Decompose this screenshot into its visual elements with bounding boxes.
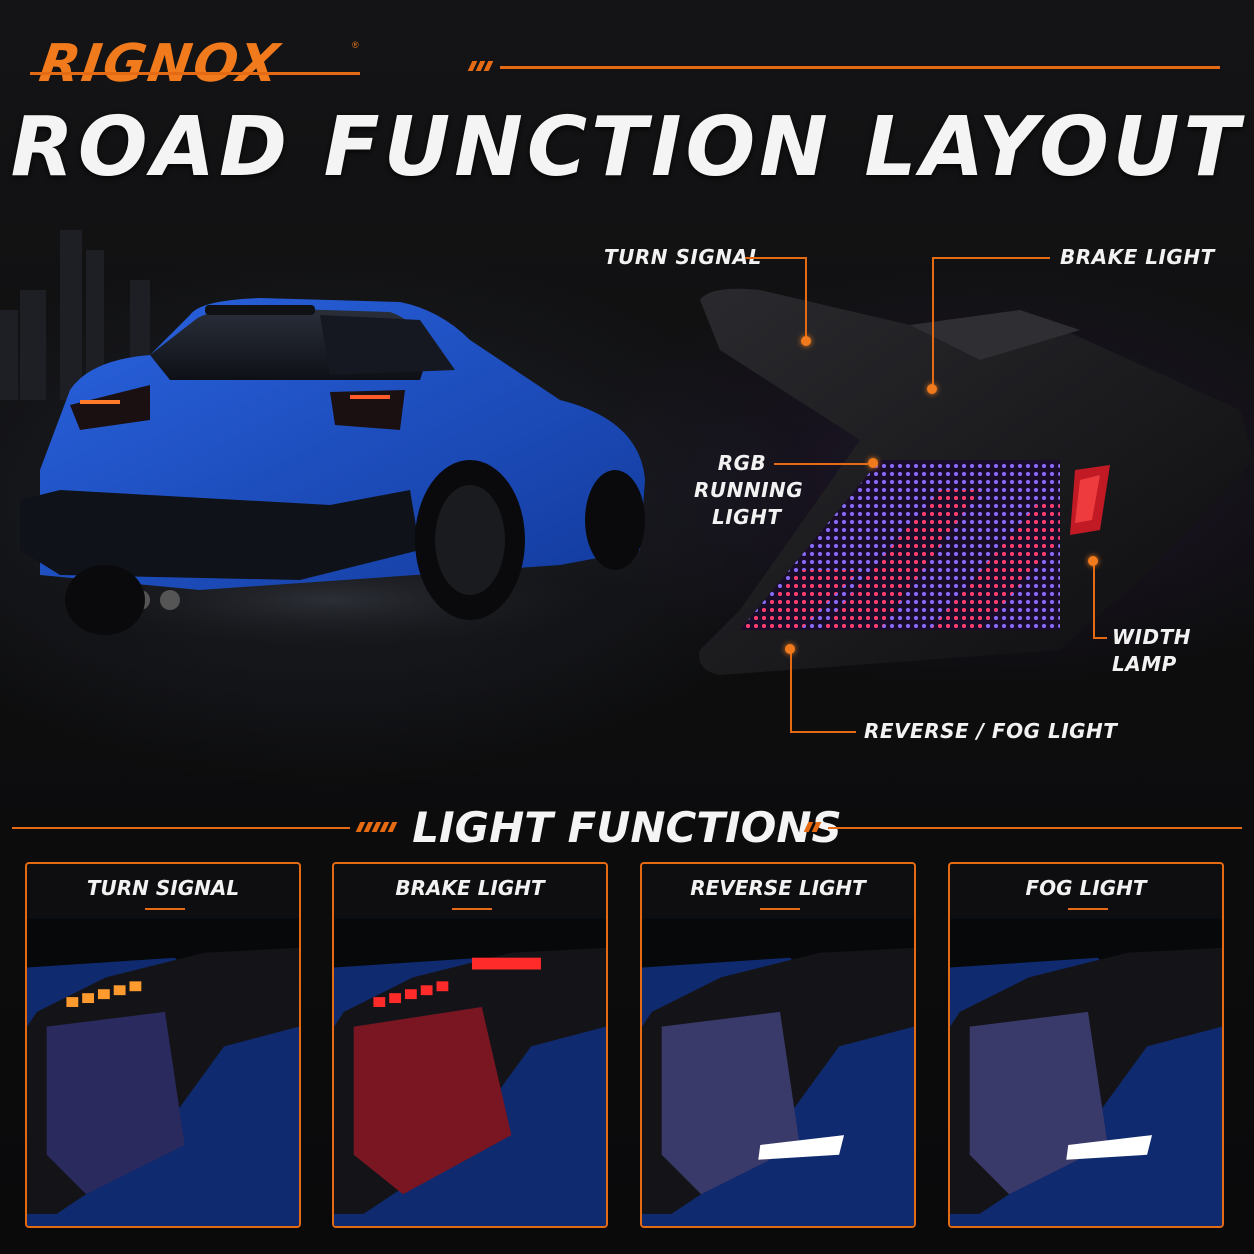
dot-width-lamp [1088, 556, 1098, 566]
callout-reverse-fog: REVERSE / FOG LIGHT [864, 719, 1118, 743]
callout-rgb-line3: LIGHT [712, 505, 782, 529]
leader-rgb [774, 463, 868, 465]
callout-rgb-line1: RGB [717, 451, 767, 475]
section-title: LIGHT FUNCTIONS [412, 803, 842, 852]
leader-reverse-h [790, 731, 856, 733]
leader-brake-v [932, 257, 934, 387]
leader-reverse-v [790, 652, 792, 732]
callout-rgb-3: LIGHT [712, 504, 782, 531]
card-underline [145, 908, 185, 910]
card-underline [760, 908, 800, 910]
section-rule-right [828, 827, 1242, 829]
registered-mark: ® [352, 40, 359, 50]
leader-turn-v [805, 257, 807, 341]
card-photo-fog-light [950, 916, 1222, 1226]
dot-reverse-fog [785, 644, 795, 654]
section-rule-left [12, 827, 350, 829]
leader-width-h [1093, 637, 1107, 639]
leader-width-v [1093, 564, 1095, 638]
callout-turn-signal: TURN SIGNAL [604, 245, 762, 269]
callout-rgb: RGB [712, 450, 772, 477]
header-rule-left [30, 72, 360, 75]
callout-brake-light: BRAKE LIGHT [1060, 245, 1215, 269]
card-header: BRAKE LIGHT [334, 864, 606, 916]
taillight-diagram [680, 270, 1254, 690]
leader-brake-h [932, 257, 1050, 259]
leader-turn-h [745, 257, 807, 259]
card-underline [452, 908, 492, 910]
header-rule-right [500, 66, 1220, 69]
card-title: REVERSE LIGHT [690, 876, 866, 900]
header-stripes [467, 61, 494, 71]
card-header: REVERSE LIGHT [642, 864, 914, 916]
page-title: ROAD FUNCTION LAYOUT [10, 100, 1244, 195]
card-title: FOG LIGHT [1025, 876, 1147, 900]
card-title: TURN SIGNAL [86, 876, 240, 900]
card-photo-turn-signal [27, 916, 299, 1226]
dot-brake-light [927, 384, 937, 394]
function-card-fog-light: FOG LIGHT [948, 862, 1224, 1228]
callout-rgb-2: RUNNING [694, 477, 804, 504]
card-header: FOG LIGHT [950, 864, 1222, 916]
car-illustration [0, 220, 670, 660]
function-card-brake-light: BRAKE LIGHT [332, 862, 608, 1228]
card-header: TURN SIGNAL [27, 864, 299, 916]
function-card-reverse-light: REVERSE LIGHT [640, 862, 916, 1228]
card-photo-brake-light [334, 916, 606, 1226]
callout-width-lamp: WIDTH LAMP [1112, 625, 1191, 676]
dot-rgb [868, 458, 878, 468]
card-title: BRAKE LIGHT [395, 876, 545, 900]
dot-turn-signal [801, 336, 811, 346]
brand-logo: RIGNOX [35, 34, 285, 94]
callout-rgb-line2: RUNNING [694, 478, 804, 502]
section-stripes-right [803, 822, 822, 832]
card-underline [1068, 908, 1108, 910]
function-card-turn-signal: TURN SIGNAL [25, 862, 301, 1228]
card-photo-reverse-light [642, 916, 914, 1226]
